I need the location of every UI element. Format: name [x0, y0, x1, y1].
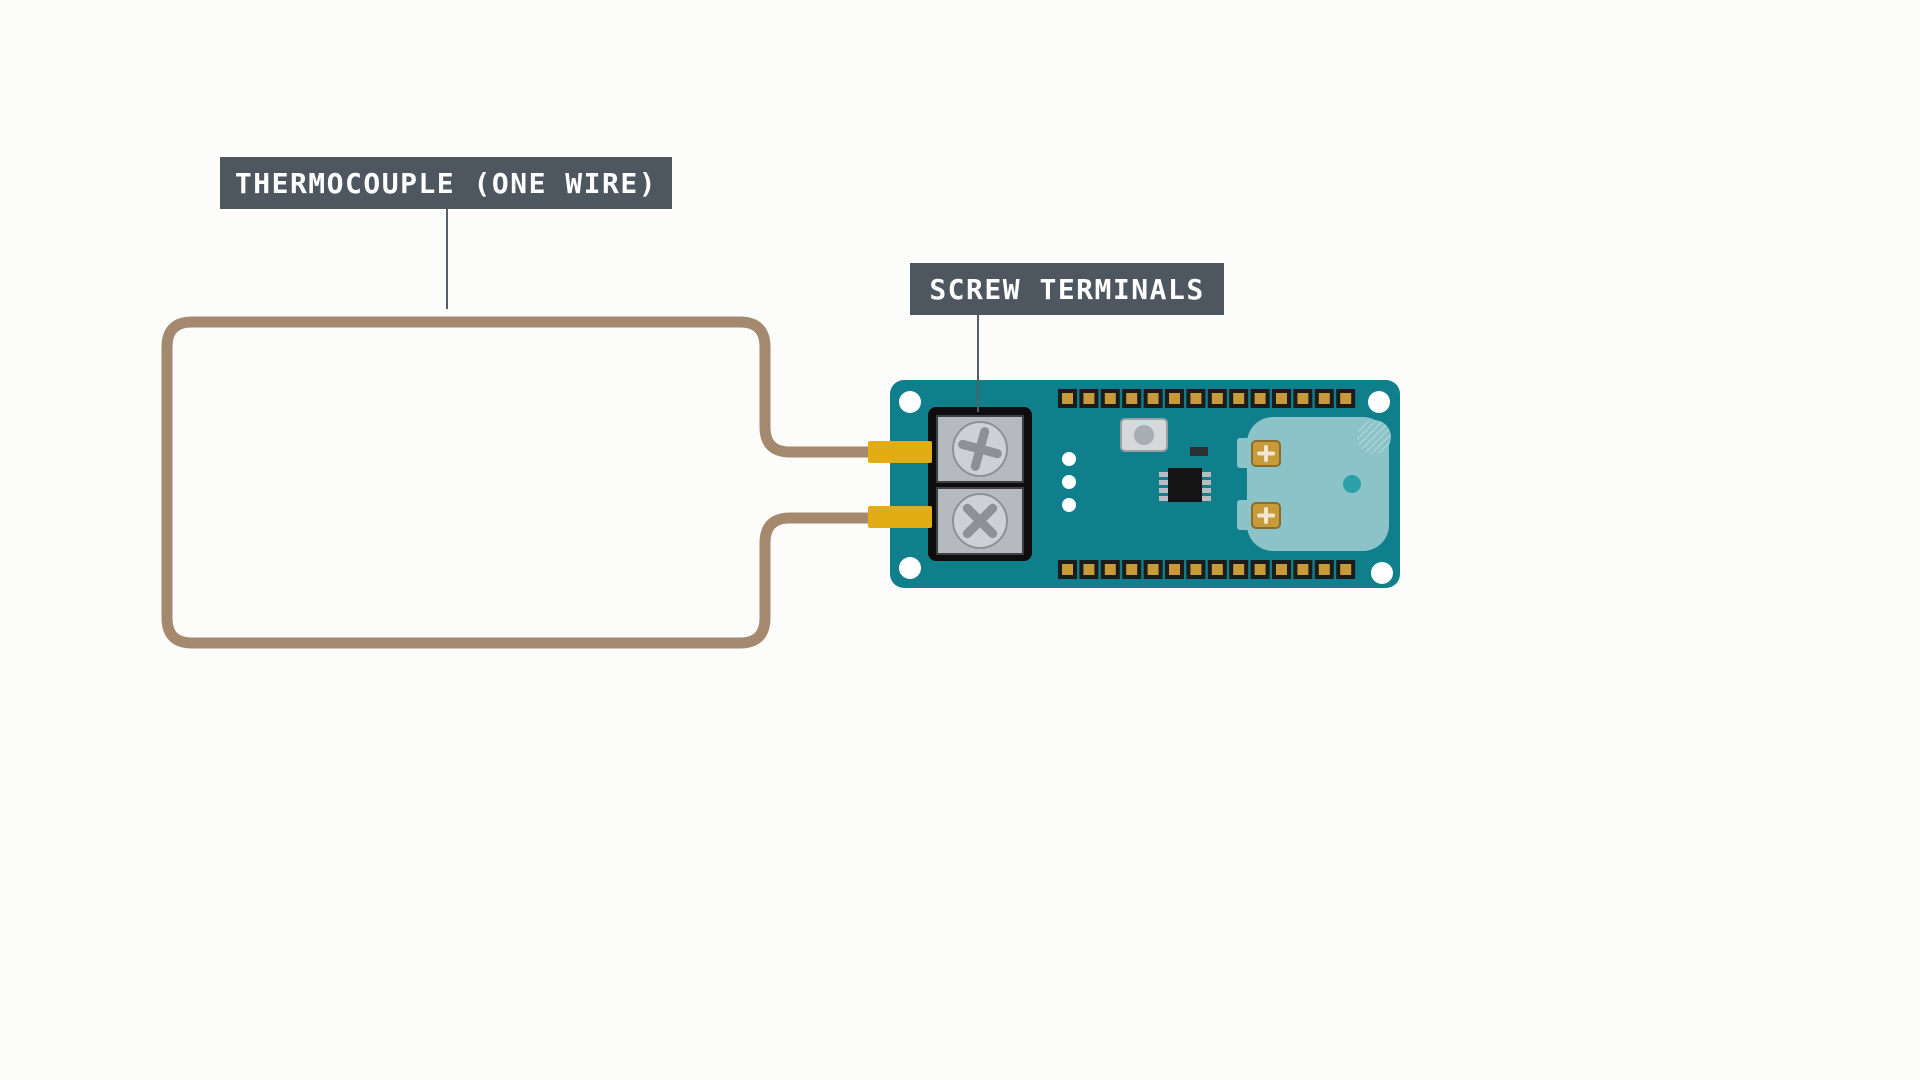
mounting-hole-top-left: [899, 391, 921, 413]
screw-terminal-bottom: [936, 487, 1024, 555]
mesh-pad-icon: [1357, 420, 1391, 454]
thermocouple-label-text: THERMOCOUPLE (ONE WIRE): [234, 166, 658, 200]
smd-component-icon: [1190, 447, 1208, 456]
connector-dot: [1343, 475, 1361, 493]
wire-tip-top: [868, 441, 932, 463]
wire-tip-bottom: [868, 506, 932, 528]
screw-terminals-label: SCREW TERMINALS: [910, 263, 1224, 315]
connector-screw-top-icon: [1251, 440, 1281, 467]
mounting-hole-bottom-left: [899, 557, 921, 579]
led-column: [1062, 452, 1076, 512]
mounting-hole-top-right: [1368, 391, 1390, 413]
screw-terminals-leader-line: [977, 315, 979, 412]
screw-terminal-block: [928, 407, 1032, 561]
pin-row-top: [1058, 389, 1356, 408]
screw-terminal-top: [936, 415, 1024, 483]
pin-row-bottom: [1058, 560, 1356, 579]
thermocouple-connector-outline: [1237, 417, 1391, 551]
ic-chip-icon: [1159, 468, 1211, 502]
thermocouple-label: THERMOCOUPLE (ONE WIRE): [220, 157, 672, 209]
screw-terminals-label-text: SCREW TERMINALS: [929, 272, 1205, 306]
thermocouple-wire: [161, 316, 880, 649]
microcontroller-board: [890, 380, 1400, 588]
mounting-hole-bottom-right: [1371, 562, 1393, 584]
reset-button-icon: [1120, 418, 1168, 452]
thermocouple-leader-line: [446, 209, 448, 309]
connector-screw-bottom-icon: [1251, 502, 1281, 529]
